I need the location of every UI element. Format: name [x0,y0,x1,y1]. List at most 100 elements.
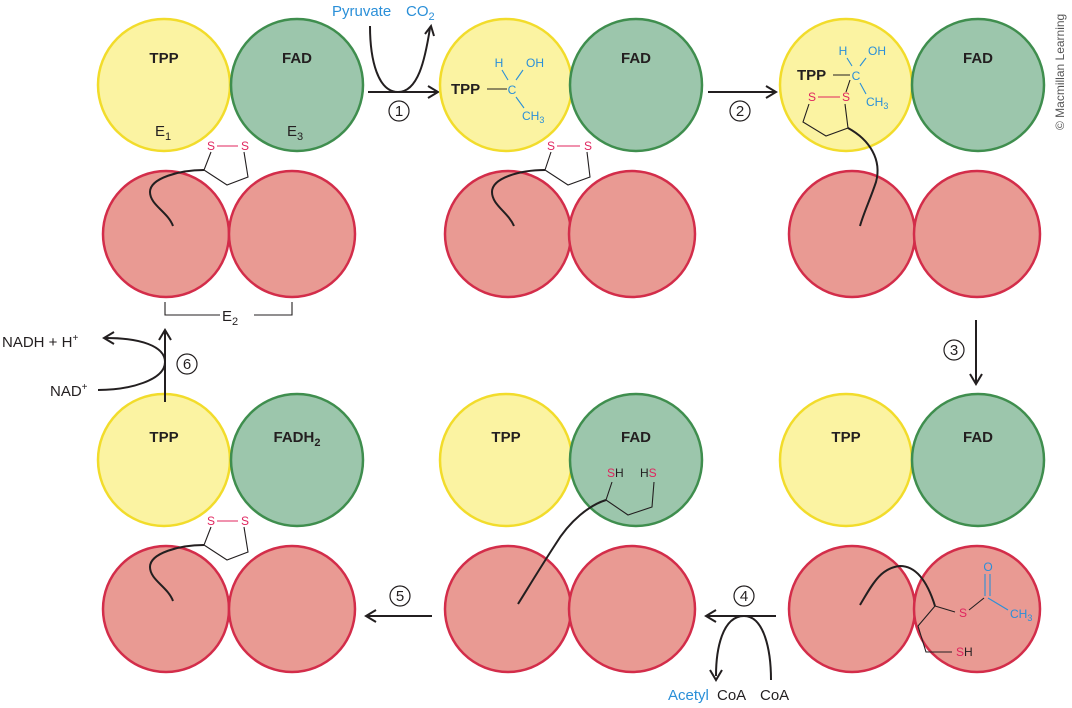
sulfur-atom: S [584,139,592,153]
step-2-marker [729,100,751,122]
e2-subunit [567,544,697,674]
e2-subunit [227,544,357,674]
hydroxyl-group: OH [526,56,544,70]
e2-label: E2 [222,308,238,328]
lipoamide-disulfide: S S [148,139,249,227]
coa-label: CoA [760,687,789,704]
tpp-label: TPP [149,429,178,446]
step-6-marker [176,353,198,375]
hydrogen-atom: H [495,56,504,70]
step-1-number: 1 [395,103,403,120]
e2-subunit [443,169,573,299]
e2-subunit [912,544,1042,674]
sulfhydryl-group: SH [607,466,624,480]
tpp-label: TPP [451,81,480,98]
e2-subunit [443,544,573,674]
step-3-transfer: 3 [943,320,983,386]
panel-6-reduced-fad: TPP FADH2 S S [96,392,365,674]
tpp-label: TPP [491,429,520,446]
step-6-number: 6 [183,356,191,373]
acetyl-label: Acetyl [668,687,709,704]
e3-subunit [910,17,1046,153]
fad-label: FAD [621,429,651,446]
dihydrolipoamide: SH HS [517,466,657,605]
e1-subunit [778,17,914,153]
nad-label: NAD+ [50,382,88,400]
sulfur-atom: S [241,514,249,528]
oxygen-atom: O [983,560,992,574]
fad-label: FAD [963,50,993,67]
e2-subunit [567,169,697,299]
e1-subunit [438,392,574,528]
e3-label: E3 [287,123,303,143]
e3-subunit [568,17,704,153]
step-1-decarboxylation: Pyruvate CO2 1 [332,3,440,122]
hydroxyethyl-group: TPP C H OH CH3 [451,56,544,125]
fad-label: FAD [621,50,651,67]
e2-subunit [227,169,357,299]
step-2-transfer: 2 [708,85,778,122]
tpp-lipoamide-intermediate: TPP C H OH CH3 S S [797,44,888,227]
nadh-label: NADH + H+ [2,333,78,351]
e2-subunit [787,169,917,299]
panel-4-acetyl-lipoamide: TPP FAD S O CH3 SH [778,392,1046,674]
step-5-reoxidation: 5 [364,585,432,623]
methyl-group: CH3 [1010,607,1032,623]
hydroxyl-group: OH [868,44,886,58]
pyruvate-label: Pyruvate [332,3,391,20]
carbon-atom: C [852,69,861,83]
sulfur-atom: S [547,139,555,153]
e2-subunit [101,544,231,674]
e3-subunit [568,392,704,528]
step-5-number: 5 [396,588,404,605]
step-4-marker [733,585,755,607]
panel-5-dihydrolipoamide-oxidation: TPP FAD SH HS [438,392,704,674]
e1-subunit [778,392,914,528]
lipoamide-disulfide: S S [148,514,249,602]
panel-3-oxidation: FAD TPP C H OH CH3 S S [778,17,1046,299]
e2-subunit [787,544,917,674]
step-6-nadh-regeneration: 6 NADH + H+ NAD+ [2,328,198,402]
step-3-number: 3 [950,342,958,359]
panel-2-hydroxyethyl-tpp: FAD TPP C H OH CH3 S S [438,17,704,299]
step-2-number: 2 [736,103,744,120]
fad-label: FAD [963,429,993,446]
hydrogen-atom: H [839,44,848,58]
fad-label: FAD [282,50,312,67]
sulfur-atom: S [808,90,816,104]
methyl-group: CH3 [866,95,888,111]
e2-subunit [101,169,231,299]
publisher-credit: © Macmillan Learning [1053,14,1067,130]
sulfur-atom: S [842,90,850,104]
e2-subunit [912,169,1042,299]
co2-label: CO2 [406,3,435,23]
carbon-atom: C [508,83,517,97]
step-4-number: 4 [740,588,748,605]
tpp-label: TPP [797,67,826,84]
panel-1-resting-complex: TPP FAD E1 E3 S S E2 [96,17,365,328]
e3-subunit [229,392,365,528]
step-5-marker [389,585,411,607]
methyl-group: CH3 [522,109,544,125]
e3-subunit [229,17,365,153]
sulfur-atom: S [207,139,215,153]
sulfur-atom: S [959,606,967,620]
fadh2-label: FADH2 [274,429,321,449]
step-1-marker [388,100,410,122]
step-3-marker [943,339,965,361]
e1-subunit [96,392,232,528]
tpp-label: TPP [831,429,860,446]
sulfhydryl-group: SH [956,645,973,659]
lipoamide-disulfide: S S [490,139,592,227]
sulfur-atom: S [241,139,249,153]
sulfhydryl-group: HS [640,466,657,480]
e3-subunit [910,392,1046,528]
e1-label: E1 [155,123,171,143]
sulfur-atom: S [207,514,215,528]
e2-bracket: E2 [164,302,293,328]
step-4-coa-transfer: 4 Acetyl CoA CoA [668,585,789,704]
acetyl-dihydrolipoamide: S O CH3 SH [859,560,1032,659]
tpp-label: TPP [149,50,178,67]
acetyl-coa-label: CoA [717,687,746,704]
